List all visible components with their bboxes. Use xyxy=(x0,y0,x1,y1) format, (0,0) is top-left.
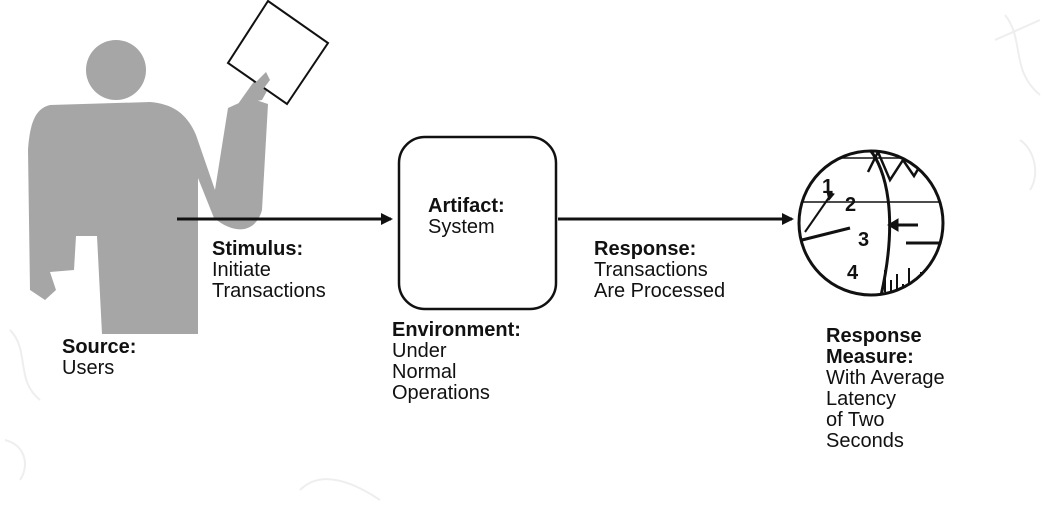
response-heading: Response: xyxy=(594,238,697,260)
response-measure-line: Seconds xyxy=(826,430,904,452)
environment-line: Operations xyxy=(392,382,490,404)
artifact-line: System xyxy=(428,216,495,238)
user-head xyxy=(86,40,146,100)
gauge-number-2: 2 xyxy=(845,194,856,216)
stimulus-line: Transactions xyxy=(212,280,326,302)
stimulus-line: Initiate xyxy=(212,259,271,281)
artifact-box xyxy=(397,135,558,311)
environment-line: Normal xyxy=(392,361,457,383)
response-measure-heading: Measure: xyxy=(826,346,914,368)
gauge-number-1: 1 xyxy=(822,176,833,198)
artifact-heading: Artifact: xyxy=(428,195,505,217)
stimulus-label: Stimulus: Initiate Transactions xyxy=(212,239,326,302)
watermark-strokes xyxy=(4,14,1041,501)
source-line: Users xyxy=(62,357,115,379)
response-label: Response: Transactions Are Processed xyxy=(594,239,725,302)
artifact-label: Artifact: System xyxy=(428,196,505,238)
environment-heading: Environment: xyxy=(392,319,521,341)
gauge-number-4: 4 xyxy=(847,262,859,284)
response-measure-heading: Response xyxy=(826,325,922,347)
environment-line: Under xyxy=(392,340,447,362)
user-thumb xyxy=(252,72,270,96)
environment-label: Environment: Under Normal Operations xyxy=(392,320,521,404)
response-measure-gauge-icon: 1 2 3 4 xyxy=(797,149,945,297)
paper-icon xyxy=(226,0,330,106)
source-heading: Source: xyxy=(62,336,137,358)
source-label: Source: Users xyxy=(62,337,136,379)
response-line: Are Processed xyxy=(594,280,726,302)
gauge-number-3: 3 xyxy=(858,229,869,251)
user-body xyxy=(28,98,268,334)
response-measure-line: With Average xyxy=(826,367,945,389)
response-line: Transactions xyxy=(594,259,708,281)
response-measure-line: of Two xyxy=(826,409,885,431)
response-measure-label: Response Measure: With Average Latency o… xyxy=(826,326,945,452)
stimulus-heading: Stimulus: xyxy=(212,238,304,260)
response-measure-line: Latency xyxy=(826,388,897,410)
